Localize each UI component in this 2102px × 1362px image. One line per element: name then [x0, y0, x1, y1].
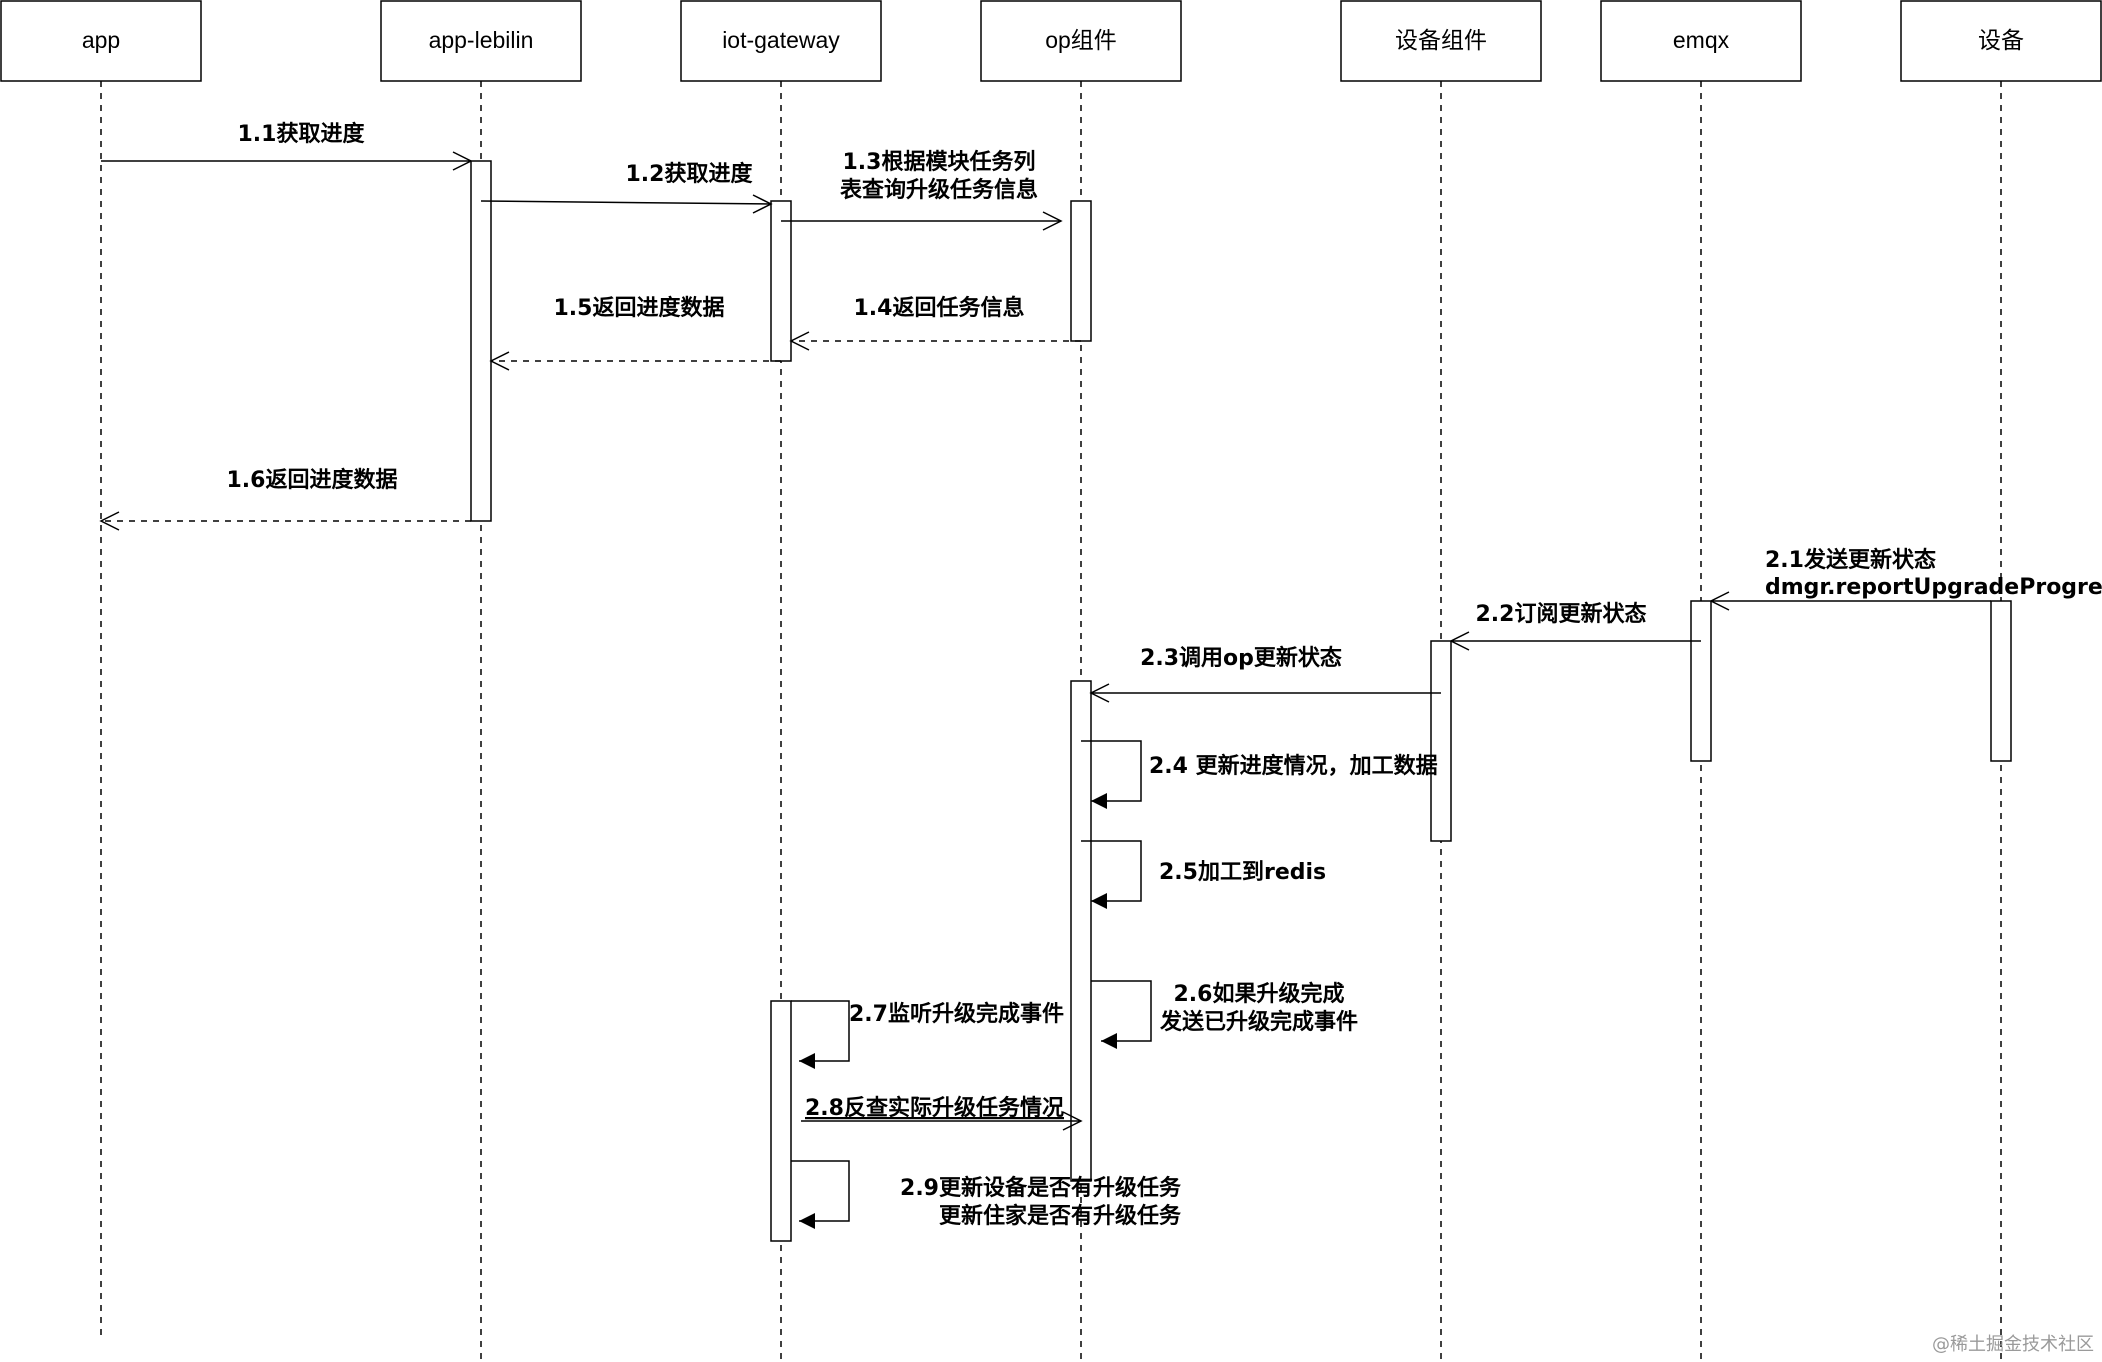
label-1-1: 1.1获取进度: [238, 121, 366, 147]
watermark: @稀土掘金技术社区: [1932, 1334, 2094, 1355]
self-loops: [791, 740, 1152, 1229]
arrow-1-1: [101, 151, 473, 171]
message-arrows: [99, 151, 1991, 1131]
label-2-1-line1: 2.1发送更新状态: [1765, 547, 1936, 573]
label-1-3-line2: 表查询升级任务信息: [840, 177, 1038, 203]
participant-iot-gateway: iot-gateway: [680, 0, 882, 82]
participant-device: 设备: [1900, 0, 2102, 82]
arrow-1-5: [489, 351, 781, 371]
loop-2-5: [1081, 840, 1142, 909]
participant-headers: app app-lebilin iot-gateway op组件 设备组件 em…: [0, 0, 2102, 82]
label-1-2: 1.2获取进度: [626, 161, 754, 187]
label-1-5: 1.5返回进度数据: [554, 295, 725, 321]
participant-device-component: 设备组件: [1340, 0, 1542, 82]
label-1-4: 1.4返回任务信息: [854, 295, 1025, 321]
participant-emqx: emqx: [1600, 0, 1802, 82]
participant-label: iot-gateway: [722, 27, 840, 53]
participant-app: app: [0, 0, 202, 82]
label-2-1-line2: dmgr.reportUpgradeProgress: [1765, 575, 2102, 600]
label-2-5: 2.5加工到redis: [1159, 860, 1326, 885]
activation-emqx: [1690, 600, 1712, 762]
label-2-6-line2: 发送已升级完成事件: [1159, 1009, 1358, 1035]
arrow-2-1: [1709, 591, 1991, 611]
label-2-3: 2.3调用op更新状态: [1140, 645, 1342, 671]
label-2-2: 2.2订阅更新状态: [1476, 601, 1647, 627]
arrow-1-2: [480, 194, 773, 214]
arrow-2-8: [801, 1111, 1083, 1131]
activation-op-2: [1070, 680, 1092, 1182]
label-2-7: 2.7监听升级完成事件: [849, 1001, 1064, 1027]
activation-gateway-1: [770, 200, 792, 362]
loop-2-9: [791, 1160, 850, 1229]
participant-label: 设备: [1978, 27, 2024, 53]
participant-label: 设备组件: [1395, 27, 1487, 53]
activation-device: [1990, 600, 2012, 762]
activation-gateway-2: [770, 1000, 792, 1242]
participant-label: app: [82, 27, 120, 53]
participant-app-lebilin: app-lebilin: [380, 0, 582, 82]
activation-bars: [470, 160, 2012, 1242]
label-2-8: 2.8反查实际升级任务情况: [805, 1095, 1064, 1121]
loop-2-4: [1081, 740, 1142, 809]
participant-label: op组件: [1045, 27, 1117, 53]
arrow-1-6: [99, 511, 471, 531]
message-labels: 1.1获取进度 1.2获取进度 1.3根据模块任务列 表查询升级任务信息 1.4…: [227, 121, 2102, 1229]
arrow-2-3: [1089, 683, 1441, 703]
lifelines: [100, 81, 2002, 1362]
label-1-3-line1: 1.3根据模块任务列: [843, 149, 1036, 175]
participant-op: op组件: [980, 0, 1182, 82]
arrow-2-2: [1449, 631, 1701, 651]
activation-op-1: [1070, 200, 1092, 342]
arrow-1-3: [781, 211, 1063, 231]
label-2-6-line1: 2.6如果升级完成: [1174, 981, 1345, 1007]
label-1-6: 1.6返回进度数据: [227, 467, 398, 493]
label-2-9-line1: 2.9更新设备是否有升级任务: [900, 1175, 1182, 1201]
activation-lebilin: [470, 160, 492, 522]
participant-label: emqx: [1673, 27, 1730, 53]
activation-devcomp: [1430, 640, 1452, 842]
label-2-9-line2: 更新住家是否有升级任务: [939, 1203, 1182, 1229]
arrow-1-4: [789, 331, 1081, 351]
participant-label: app-lebilin: [429, 27, 534, 53]
loop-2-7: [791, 1000, 850, 1069]
loop-2-6: [1091, 980, 1152, 1049]
label-2-4: 2.4 更新进度情况，加工数据: [1149, 753, 1438, 779]
